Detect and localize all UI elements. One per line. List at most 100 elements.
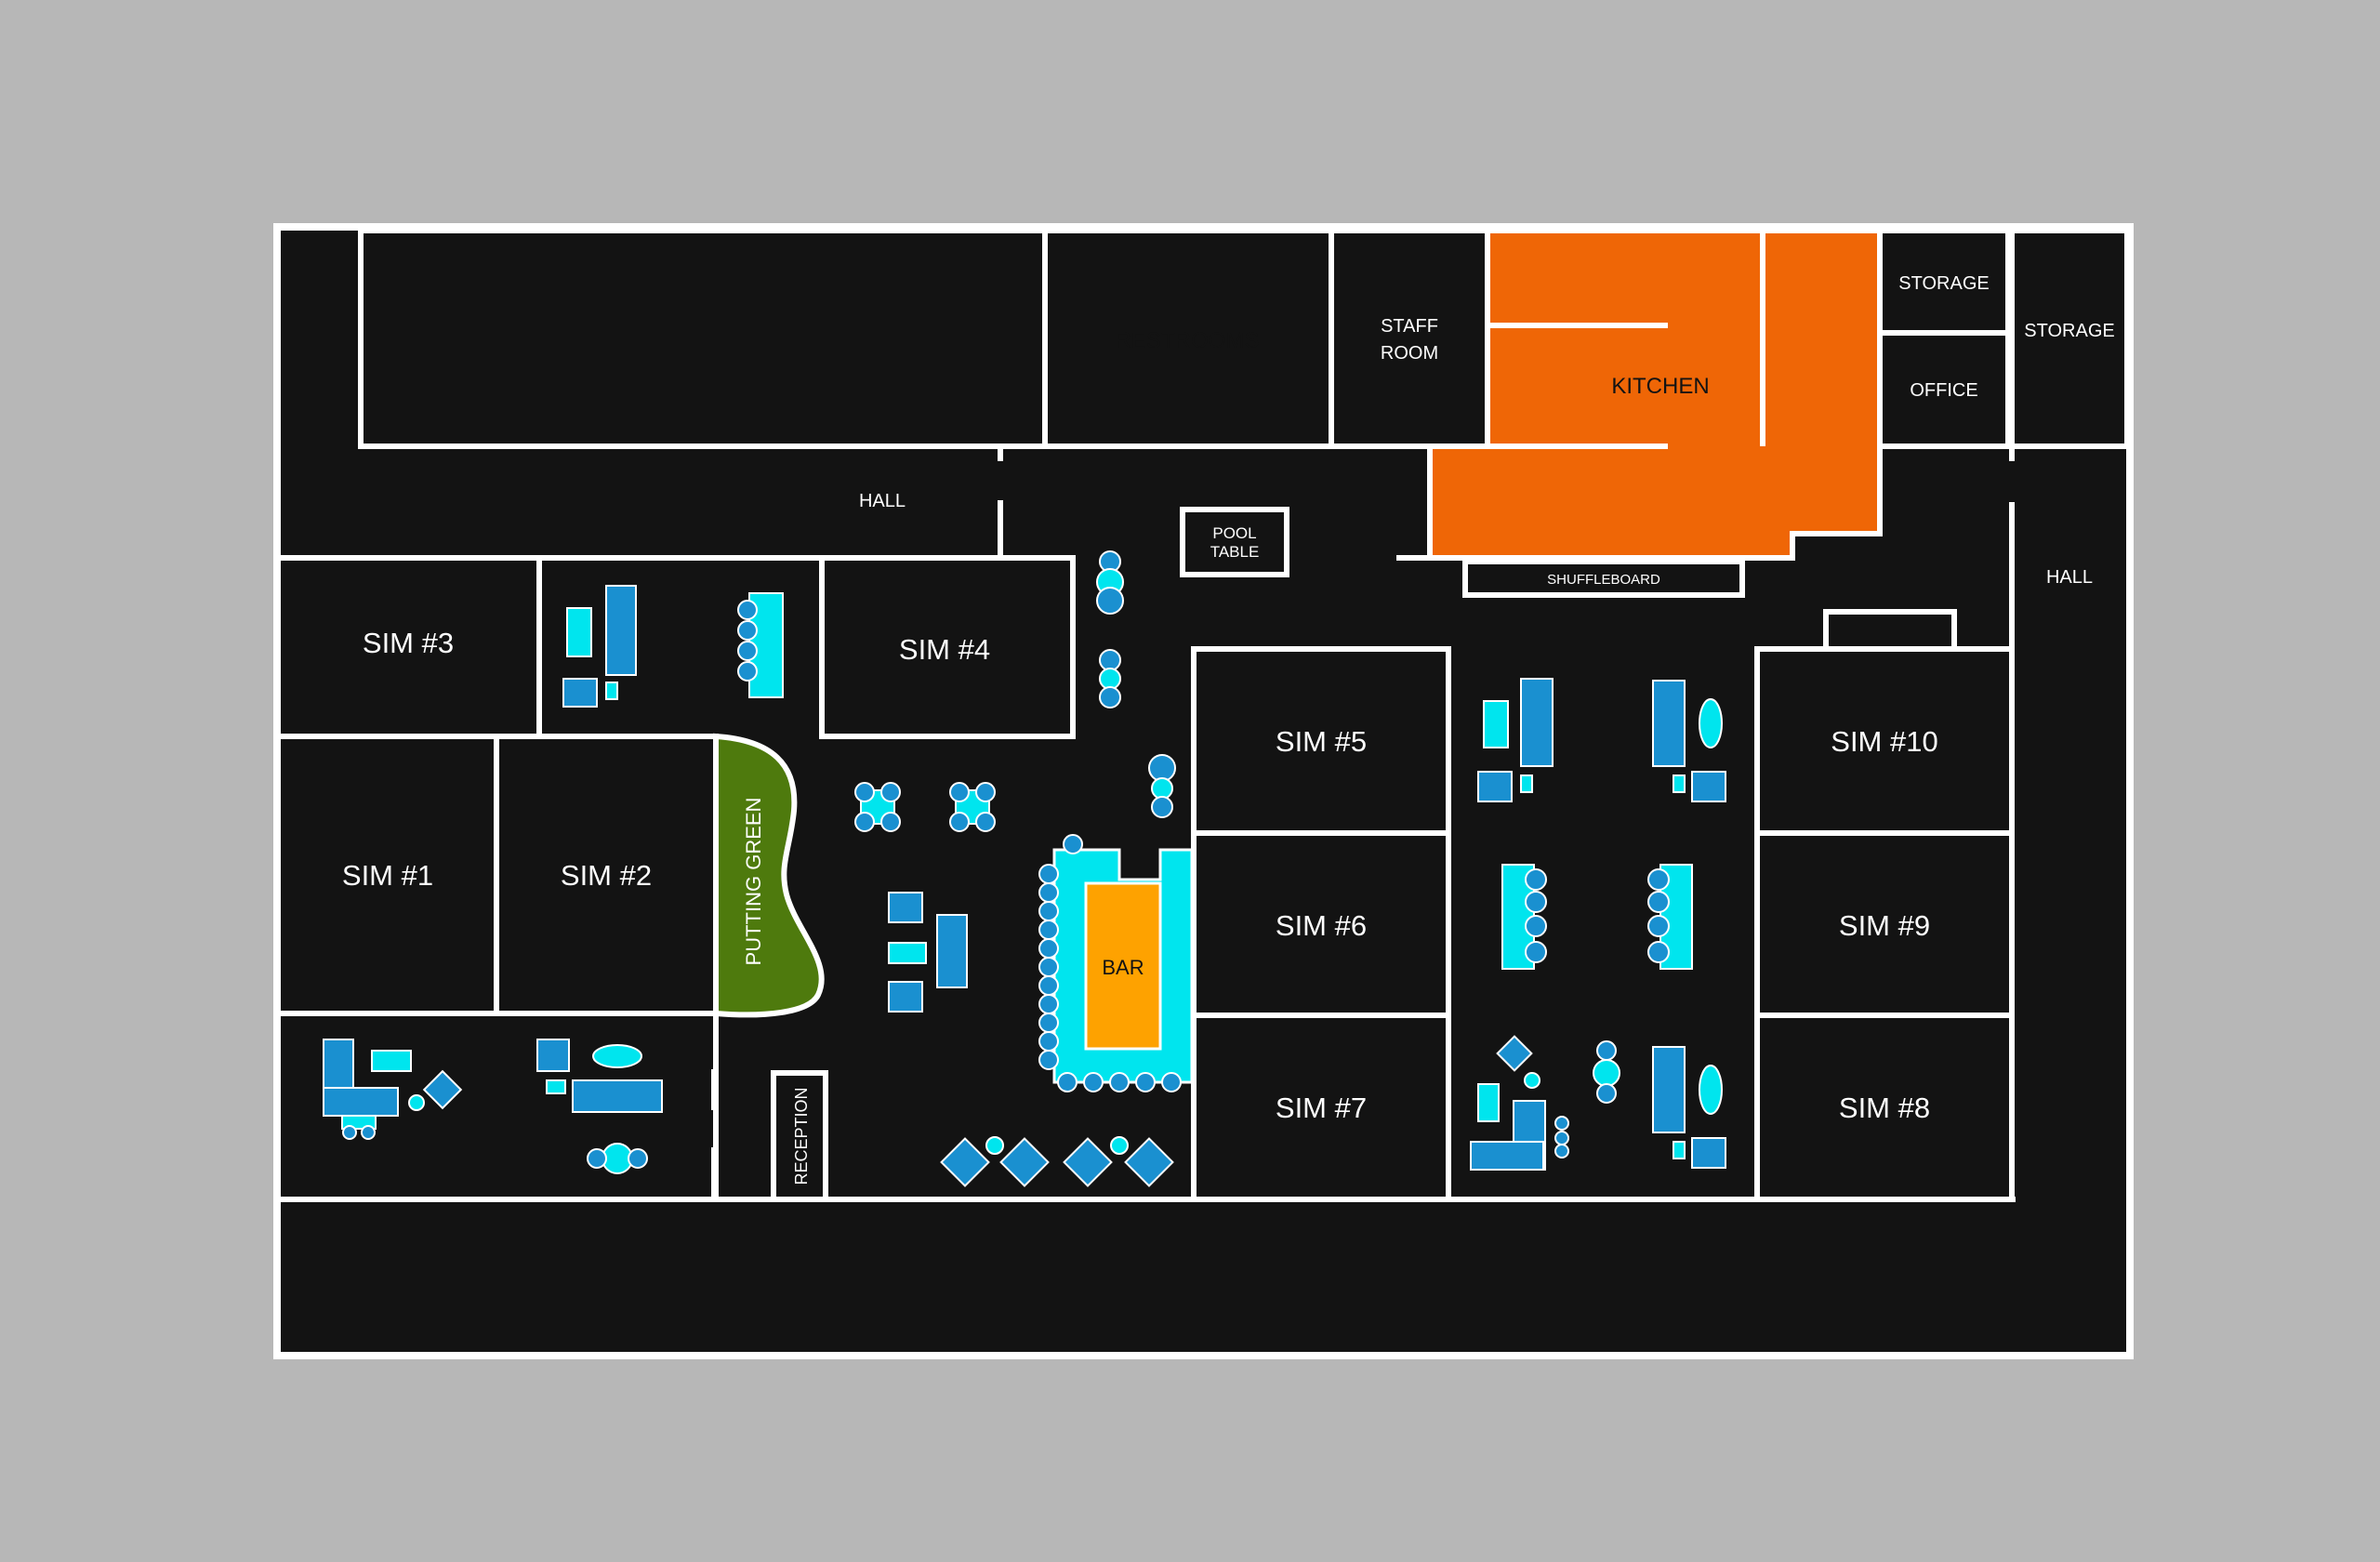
room-office[interactable] (1877, 330, 2011, 449)
coffee-table (592, 1044, 642, 1068)
stool (1647, 891, 1670, 913)
stool (342, 1125, 357, 1140)
lounge-chair (999, 1137, 1050, 1187)
side-table (1673, 1141, 1686, 1159)
armchair (888, 981, 923, 1013)
label-sim-4: SIM #4 (899, 633, 990, 666)
label-sim-2: SIM #2 (561, 859, 652, 892)
sofa (1520, 678, 1554, 767)
side-table (546, 1079, 566, 1094)
armchair (888, 892, 923, 923)
stool (949, 782, 970, 802)
label-sim-3: SIM #3 (363, 627, 454, 659)
label-storage-2: STORAGE (2024, 321, 2114, 341)
stool (1554, 1131, 1569, 1145)
pool-table[interactable] (1180, 507, 1289, 577)
side-table (985, 1136, 1004, 1155)
table (1483, 700, 1509, 748)
sofa (1652, 1046, 1686, 1133)
label-sim-6: SIM #6 (1276, 909, 1367, 942)
label-storage-1: STORAGE (1898, 273, 1989, 294)
bar-stool (1109, 1072, 1130, 1092)
stool (1525, 941, 1547, 963)
side-table (408, 1094, 425, 1111)
label-office: OFFICE (1910, 380, 1977, 401)
stool (1099, 649, 1121, 671)
bar-stool (1083, 1072, 1104, 1092)
table (371, 1050, 412, 1072)
stool (880, 812, 901, 832)
bar-stool (1038, 1013, 1059, 1033)
stool (587, 1148, 607, 1169)
side-table (1673, 774, 1686, 793)
bar-stool (1038, 882, 1059, 903)
furniture-layer (323, 550, 1726, 1187)
bar-stool (1038, 864, 1059, 884)
stool (1099, 668, 1121, 690)
bar-stool (1135, 1072, 1156, 1092)
lounge-chair (1496, 1035, 1533, 1072)
label-kitchen: KITCHEN (1611, 374, 1709, 399)
bar-stool (1038, 1050, 1059, 1070)
stool (1525, 891, 1547, 913)
side-table (1524, 1072, 1540, 1089)
stool (854, 812, 875, 832)
sofa (1652, 680, 1686, 767)
bar-stool (1057, 1072, 1078, 1092)
bar-stool (1038, 1031, 1059, 1052)
side-table (1110, 1136, 1129, 1155)
armchair (1477, 771, 1513, 802)
label-putting-green: PUTTING GREEN (742, 798, 765, 966)
side-table (1520, 774, 1533, 793)
armchair (1691, 771, 1726, 802)
stool (1647, 915, 1670, 937)
sofa (572, 1079, 663, 1113)
bar-stool (1161, 1072, 1182, 1092)
round-table (1699, 698, 1723, 748)
reception-desk[interactable] (771, 1070, 828, 1202)
stool (1554, 1144, 1569, 1158)
sim-room-4[interactable] (819, 555, 1076, 739)
table (1477, 1083, 1500, 1122)
bar-stool (1038, 994, 1059, 1014)
label-sim-9: SIM #9 (1839, 909, 1930, 942)
bar-stool (1038, 975, 1059, 996)
label-staff-room-line2: ROOM (1381, 343, 1438, 364)
armchair (536, 1039, 570, 1072)
bar-stool (1063, 834, 1083, 854)
room-storage-2[interactable] (2009, 228, 2130, 449)
stool (1151, 796, 1173, 818)
stool (854, 782, 875, 802)
stool (1099, 686, 1121, 708)
stool (1148, 754, 1176, 782)
label-restrooms: RESTROOMS (1116, 328, 1260, 353)
side-table (605, 682, 618, 700)
table (888, 942, 927, 964)
lounge-chair (940, 1137, 990, 1187)
stool (737, 641, 758, 661)
stool (737, 600, 758, 620)
bar-stool (1038, 938, 1059, 959)
label-staff-room-line1: STAFF (1381, 316, 1438, 337)
stool (975, 812, 996, 832)
label-sim-7: SIM #7 (1276, 1092, 1367, 1124)
lounge-chair (1063, 1137, 1113, 1187)
sofa (605, 585, 637, 676)
sofa (323, 1087, 399, 1117)
label-sim-10: SIM #10 (1831, 725, 1937, 758)
stool (1596, 1083, 1617, 1104)
label-shuffleboard: SHUFFLEBOARD (1547, 572, 1660, 588)
bar-area[interactable] (1084, 881, 1162, 1051)
stool (880, 782, 901, 802)
stool (949, 812, 970, 832)
putting-green[interactable] (713, 733, 825, 1018)
lounge-chair (1124, 1137, 1174, 1187)
shuffleboard[interactable] (1462, 559, 1745, 598)
stool (1647, 868, 1670, 891)
label-bar: BAR (1102, 956, 1144, 979)
round-table (1699, 1065, 1723, 1115)
sofa (1470, 1141, 1544, 1171)
stool (1096, 587, 1124, 615)
sofa (936, 914, 968, 988)
stool (1647, 941, 1670, 963)
